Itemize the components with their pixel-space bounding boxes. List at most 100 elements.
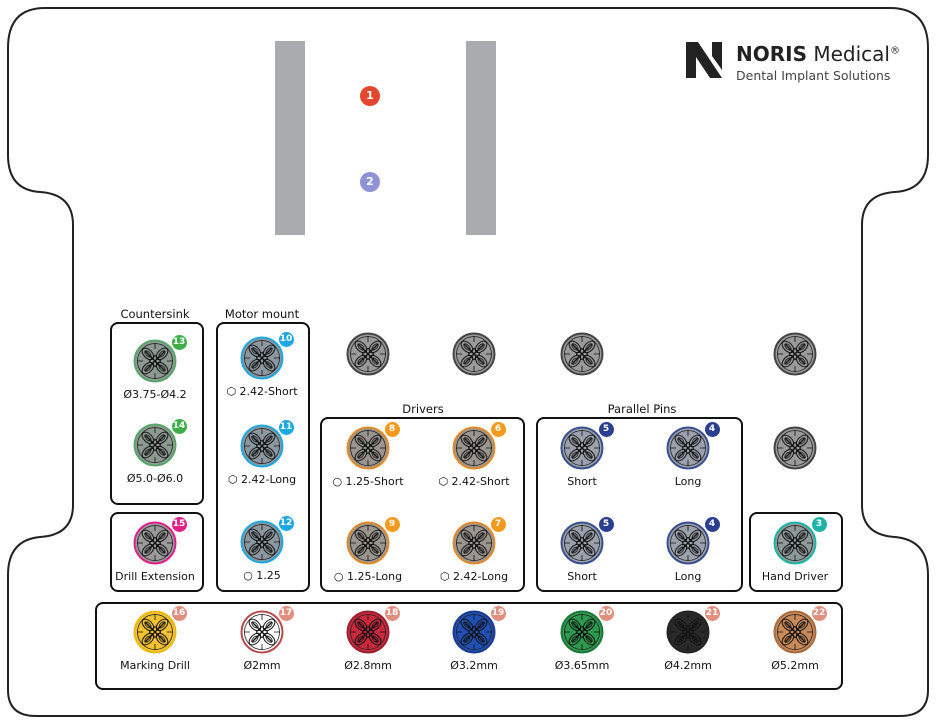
parallel-pin-3-number-badge: 5 bbox=[599, 517, 614, 532]
empty-slot-2-slot[interactable] bbox=[452, 332, 496, 376]
hand-driver-slot[interactable] bbox=[773, 521, 817, 565]
drill-5-2mm-slot[interactable] bbox=[773, 610, 817, 654]
drill-4-2mm-number-badge: 21 bbox=[705, 606, 720, 621]
driver-3-slot[interactable] bbox=[346, 521, 390, 565]
slot-grip-icon bbox=[773, 521, 817, 565]
drill-extension-number-badge: 15 bbox=[172, 517, 187, 532]
drill-2mm-number-badge: 17 bbox=[279, 606, 294, 621]
countersink-2-slot[interactable] bbox=[133, 423, 177, 467]
drill-2mm-label: Ø2mm bbox=[243, 659, 280, 672]
drivers-title: Drivers bbox=[402, 402, 443, 416]
drill-2-8mm-label: Ø2.8mm bbox=[344, 659, 392, 672]
countersink-1-number-badge: 13 bbox=[172, 335, 187, 350]
slot-grip-icon bbox=[452, 426, 496, 470]
hand-driver-number-badge: 3 bbox=[812, 517, 827, 532]
driver-3-label: ○ 1.25-Long bbox=[334, 570, 402, 583]
countersink-1-label: Ø3.75-Ø4.2 bbox=[123, 388, 186, 401]
motor-mount-3-label: ○ 1.25 bbox=[243, 569, 281, 582]
brand-tagline: Dental Implant Solutions bbox=[736, 68, 890, 83]
slot-grip-icon bbox=[773, 426, 817, 470]
drill-2-8mm-number-badge: 18 bbox=[385, 606, 400, 621]
driver-2-number-badge: 6 bbox=[491, 422, 506, 437]
slot-grip-icon bbox=[346, 426, 390, 470]
parallel-pin-4-label: Long bbox=[675, 570, 702, 583]
drill-extension-label: Drill Extension bbox=[115, 570, 195, 583]
drill-3-65mm-slot[interactable] bbox=[560, 610, 604, 654]
parallel-pin-2-number-badge: 4 bbox=[705, 422, 720, 437]
parallel-pin-4-number-badge: 4 bbox=[705, 517, 720, 532]
countersink-2-label: Ø5.0-Ø6.0 bbox=[127, 472, 183, 485]
countersink-1-slot[interactable] bbox=[133, 339, 177, 383]
slot-grip-icon bbox=[240, 336, 284, 380]
marking-drill-label: Marking Drill bbox=[120, 659, 190, 672]
marker-1: 1 bbox=[360, 86, 380, 106]
drill-5-2mm-number-badge: 22 bbox=[812, 606, 827, 621]
drill-3-65mm-label: Ø3.65mm bbox=[555, 659, 610, 672]
slot-grip-icon bbox=[240, 610, 284, 654]
drill-4-2mm-slot[interactable] bbox=[666, 610, 710, 654]
slot-grip-icon bbox=[560, 332, 604, 376]
parallel-pin-2-slot[interactable] bbox=[666, 426, 710, 470]
driver-4-number-badge: 7 bbox=[491, 517, 506, 532]
marking-drill-number-badge: 16 bbox=[172, 606, 187, 621]
driver-4-label: ⬡ 2.42-Long bbox=[440, 570, 508, 583]
slot-grip-icon bbox=[133, 423, 177, 467]
marking-drill-slot[interactable] bbox=[133, 610, 177, 654]
driver-3-number-badge: 9 bbox=[385, 517, 400, 532]
slot-grip-icon bbox=[560, 426, 604, 470]
drill-extension-slot[interactable] bbox=[133, 521, 177, 565]
hand-driver-label: Hand Driver bbox=[762, 570, 828, 583]
drill-3-2mm-slot[interactable] bbox=[452, 610, 496, 654]
motor-mount-1-slot[interactable] bbox=[240, 336, 284, 380]
driver-1-label: ○ 1.25-Short bbox=[332, 475, 403, 488]
slot-grip-icon bbox=[346, 521, 390, 565]
slot-grip-icon bbox=[240, 424, 284, 468]
slot-grip-icon bbox=[666, 610, 710, 654]
slot-grip-icon bbox=[346, 610, 390, 654]
motor-mount-1-number-badge: 10 bbox=[279, 332, 294, 347]
motor-mount-3-slot[interactable] bbox=[240, 520, 284, 564]
slot-grip-icon bbox=[133, 339, 177, 383]
driver-4-slot[interactable] bbox=[452, 521, 496, 565]
driver-2-label: ⬡ 2.42-Short bbox=[438, 475, 509, 488]
drill-3-2mm-number-badge: 19 bbox=[491, 606, 506, 621]
drill-5-2mm-label: Ø5.2mm bbox=[771, 659, 819, 672]
parallel-pin-2-label: Long bbox=[675, 475, 702, 488]
parallel-pin-1-label: Short bbox=[567, 475, 597, 488]
empty-slot-1-slot[interactable] bbox=[346, 332, 390, 376]
slot-grip-icon bbox=[240, 520, 284, 564]
motor-mount-2-number-badge: 11 bbox=[279, 420, 294, 435]
left-gray-bar bbox=[275, 41, 305, 235]
marker-2: 2 bbox=[360, 172, 380, 192]
slot-grip-icon bbox=[133, 521, 177, 565]
motor-mount-2-slot[interactable] bbox=[240, 424, 284, 468]
drill-2-8mm-slot[interactable] bbox=[346, 610, 390, 654]
parallel-pin-3-slot[interactable] bbox=[560, 521, 604, 565]
drill-4-2mm-label: Ø4.2mm bbox=[664, 659, 712, 672]
slot-grip-icon bbox=[133, 610, 177, 654]
motor-mount-3-number-badge: 12 bbox=[279, 516, 294, 531]
driver-1-slot[interactable] bbox=[346, 426, 390, 470]
slot-grip-icon bbox=[773, 332, 817, 376]
drill-3-65mm-number-badge: 20 bbox=[599, 606, 614, 621]
motor-mount-2-label: ⬡ 2.42-Long bbox=[228, 473, 296, 486]
noris-logo-mark-icon bbox=[684, 40, 724, 80]
slot-grip-icon bbox=[452, 610, 496, 654]
parallel-pin-1-slot[interactable] bbox=[560, 426, 604, 470]
parallel-pin-4-slot[interactable] bbox=[666, 521, 710, 565]
slot-grip-icon bbox=[452, 521, 496, 565]
drill-2mm-slot[interactable] bbox=[240, 610, 284, 654]
slot-grip-icon bbox=[560, 521, 604, 565]
slot-grip-icon bbox=[452, 332, 496, 376]
motor-mount-title: Motor mount bbox=[225, 307, 299, 321]
drill-3-2mm-label: Ø3.2mm bbox=[450, 659, 498, 672]
empty-slot-5-slot[interactable] bbox=[773, 426, 817, 470]
slot-grip-icon bbox=[346, 332, 390, 376]
empty-slot-3-slot[interactable] bbox=[560, 332, 604, 376]
driver-2-slot[interactable] bbox=[452, 426, 496, 470]
driver-1-number-badge: 8 bbox=[385, 422, 400, 437]
parallel-pin-1-number-badge: 5 bbox=[599, 422, 614, 437]
motor-mount-1-label: ⬡ 2.42-Short bbox=[226, 385, 297, 398]
empty-slot-4-slot[interactable] bbox=[773, 332, 817, 376]
brand-name: NORIS Medical® bbox=[736, 42, 900, 66]
